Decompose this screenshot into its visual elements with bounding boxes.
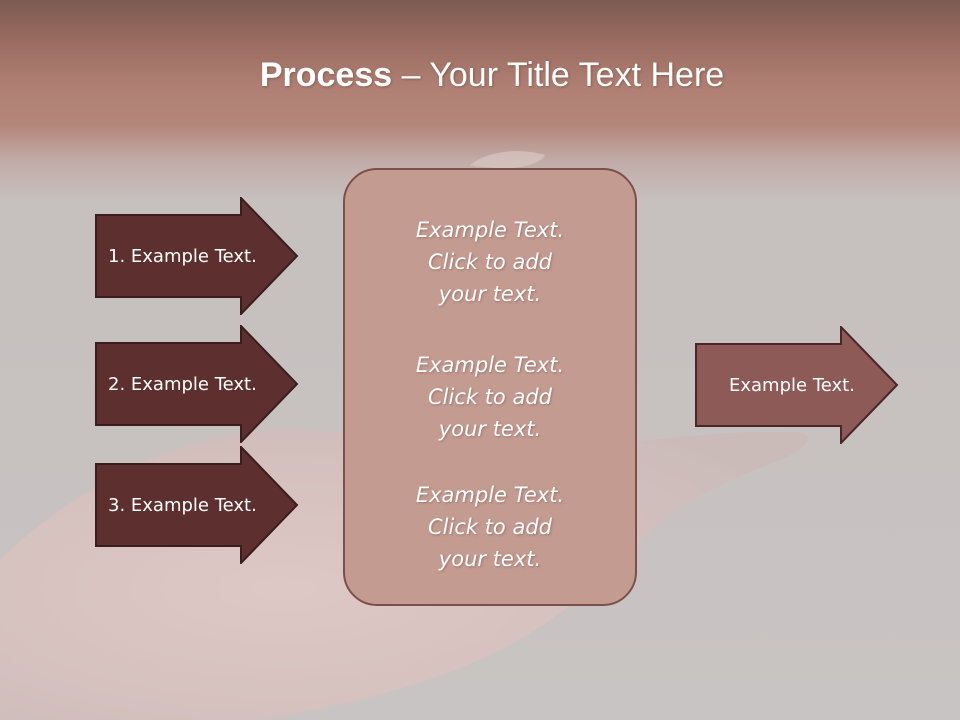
center-text-block-1: Example Text. Click to add your text.: [345, 214, 635, 310]
center-text-block-2: Example Text. Click to add your text.: [345, 349, 635, 445]
block-line: Example Text.: [415, 483, 565, 507]
arrow-right-shape: [95, 325, 299, 443]
right-arrow[interactable]: Example Text.: [695, 326, 899, 444]
title-regular-part: – Your Title Text Here: [392, 56, 725, 94]
title-bold-part: Process: [259, 56, 393, 94]
block-line: Click to add: [427, 515, 552, 539]
arrow-right-shape: [695, 326, 899, 444]
left-arrow-3[interactable]: 3. Example Text.: [95, 446, 299, 564]
slide-title: Process – Your Title Text Here: [0, 54, 960, 96]
left-arrow-1-label: 1. Example Text.: [108, 245, 257, 267]
arrow-right-shape: [95, 446, 299, 564]
block-line: Click to add: [427, 385, 552, 409]
block-line: Click to add: [427, 250, 552, 274]
center-text-block-3: Example Text. Click to add your text.: [345, 479, 635, 575]
block-line: Example Text.: [415, 353, 565, 377]
left-arrow-2[interactable]: 2. Example Text.: [95, 325, 299, 443]
left-arrow-1[interactable]: 1. Example Text.: [95, 197, 299, 315]
arrow-right-shape: [95, 197, 299, 315]
right-arrow-label: Example Text.: [729, 374, 855, 396]
block-line: your text.: [438, 282, 542, 306]
block-line: your text.: [438, 547, 542, 571]
left-arrow-2-label: 2. Example Text.: [108, 373, 257, 395]
left-arrow-3-label: 3. Example Text.: [108, 494, 257, 516]
block-line: your text.: [438, 417, 542, 441]
center-text-box[interactable]: Example Text. Click to add your text. Ex…: [343, 168, 637, 606]
block-line: Example Text.: [415, 218, 565, 242]
